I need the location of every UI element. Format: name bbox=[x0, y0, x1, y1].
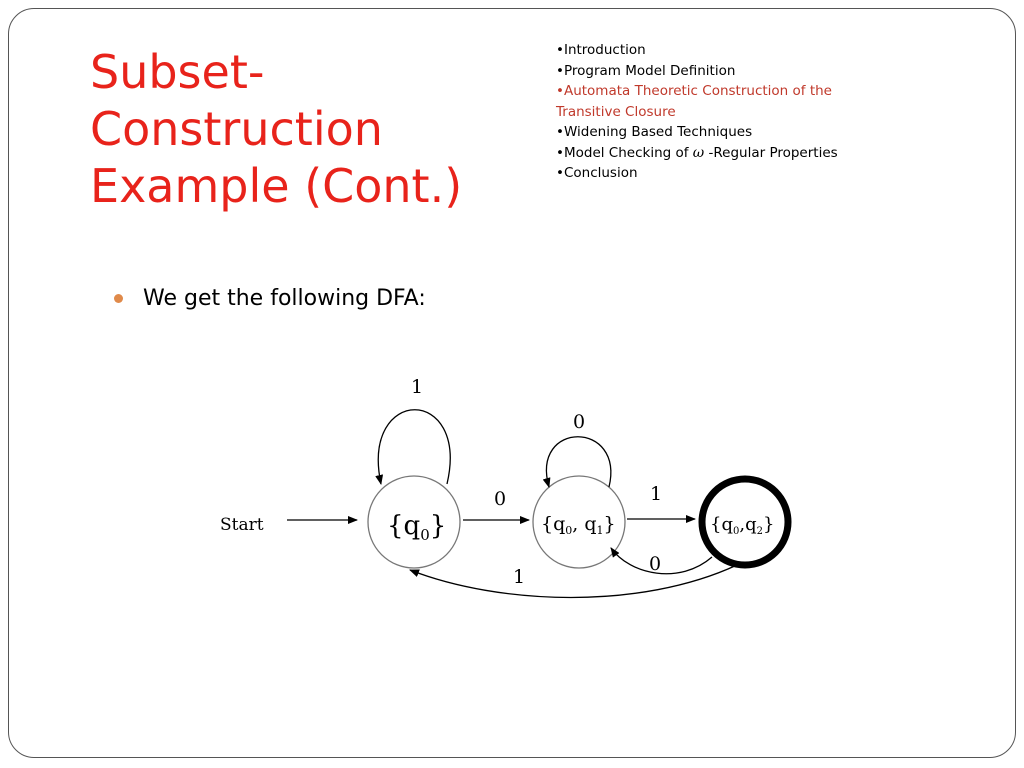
bullet-text: We get the following DFA: bbox=[143, 286, 426, 311]
edge-q02-to-q0-label: 1 bbox=[513, 566, 525, 588]
outline-item-label: •Introduction bbox=[556, 42, 646, 58]
edge-q02-to-q0 bbox=[409, 564, 738, 599]
outline-item-model-checking[interactable]: •Model Checking of ω -Regular Properties bbox=[556, 143, 901, 164]
edge-self-loop-q01-label: 0 bbox=[573, 411, 585, 433]
slide-title: Subset- Construction Example (Cont.) bbox=[90, 45, 463, 213]
edge-q02-to-q01-label: 0 bbox=[649, 553, 661, 575]
outline-item-label: •Program Model Definition bbox=[556, 62, 736, 79]
edge-q0-to-q01-label: 0 bbox=[494, 488, 506, 510]
edge-q02-to-q01 bbox=[610, 547, 713, 575]
slide-frame bbox=[8, 8, 1016, 758]
edge-self-loop-q01 bbox=[542, 436, 612, 488]
state-q0-q1 bbox=[532, 475, 626, 569]
outline-item-label: •Automata Theoretic Construction of the … bbox=[556, 83, 832, 120]
edge-self-loop-q0-label: 1 bbox=[411, 376, 423, 398]
start-label: Start bbox=[220, 515, 264, 535]
outline-item-widening[interactable]: •Widening Based Techniques bbox=[556, 122, 901, 143]
bullet-icon bbox=[114, 294, 123, 303]
outline-item-automata-theoretic[interactable]: •Automata Theoretic Construction of the … bbox=[556, 81, 901, 122]
outline-item-conclusion[interactable]: •Conclusion bbox=[556, 163, 901, 184]
omega-symbol: ω bbox=[692, 144, 705, 161]
state-q0-q2-label: {q0,q2} bbox=[710, 514, 774, 537]
state-q0-q2 bbox=[698, 475, 792, 569]
edge-q01-to-q02-label: 1 bbox=[650, 483, 662, 505]
outline-item-program-model[interactable]: •Program Model Definition bbox=[556, 61, 901, 82]
state-q0-label: {q0} bbox=[387, 511, 446, 544]
outline-item-label: •Model Checking of bbox=[556, 144, 693, 161]
outline-item-label: •Widening Based Techniques bbox=[556, 124, 753, 140]
outline-list: •Introduction •Program Model Definition … bbox=[556, 40, 901, 184]
outline-item-suffix: -Regular Properties bbox=[704, 144, 838, 161]
state-q0 bbox=[367, 475, 461, 569]
state-q0-q1-label: {q0, q1} bbox=[541, 513, 616, 537]
outline-item-label: •Conclusion bbox=[556, 165, 638, 181]
edge-self-loop-q0 bbox=[375, 409, 451, 485]
outline-item-introduction[interactable]: •Introduction bbox=[556, 40, 901, 61]
bullet-item: We get the following DFA: bbox=[114, 286, 426, 311]
